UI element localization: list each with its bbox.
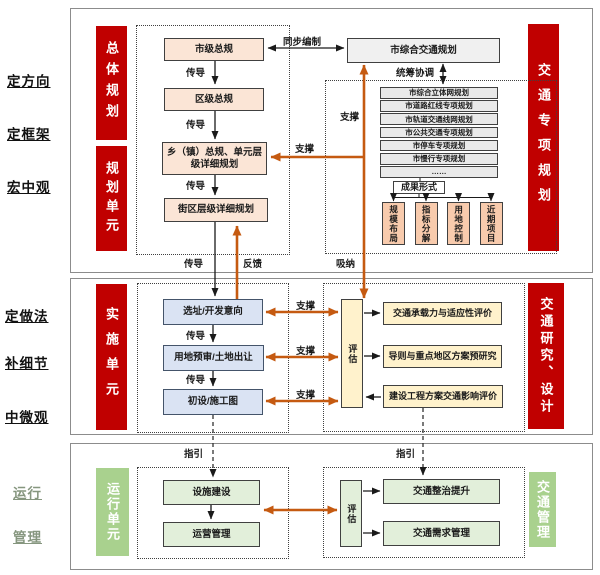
coordination-label: 统筹协调 — [396, 68, 435, 79]
bar-special-transport-planning: 交通专项规划 — [528, 24, 559, 251]
support-label: 支撑 — [296, 390, 316, 401]
special-plan-item: 市综合立体网规划 — [380, 87, 498, 99]
district-master-plan-box: 区级总规 — [164, 88, 264, 111]
traffic-improvement-box: 交通整治提升 — [383, 479, 500, 504]
comprehensive-transport-plan-box: 市综合交通规划 — [347, 38, 500, 63]
group-master-plans — [136, 25, 290, 255]
facility-construction-box: 设施建设 — [163, 480, 260, 505]
feedback-label: 反馈 — [243, 259, 263, 270]
special-plan-item: …… — [380, 166, 498, 178]
bar-planning-unit: 规划单元 — [96, 146, 127, 251]
outcome-box: 用地控制 — [447, 202, 470, 245]
transfer-label: 传导 — [186, 375, 206, 386]
demand-management-box: 交通需求管理 — [383, 521, 500, 546]
outcome-box: 近期项目 — [479, 202, 503, 245]
city-master-plan-box: 市级总规 — [164, 38, 264, 61]
side-label-detail: 补细节 — [5, 356, 49, 371]
transfer-label: 传导 — [184, 259, 204, 270]
absorb-label: 吸纳 — [336, 259, 356, 270]
side-label-direction: 定方向 — [7, 74, 51, 89]
outcome-box: 规模布局 — [382, 202, 405, 245]
bar-overall-planning: 总体规划 — [96, 26, 127, 140]
side-label-framework: 定框架 — [7, 127, 51, 142]
side-label-operation: 运行 — [13, 486, 42, 501]
evaluation-box: 评估 — [340, 480, 362, 547]
special-plan-item: 市停车专项规划 — [380, 139, 498, 152]
land-pre-approval-box: 用地预审/土地出让 — [163, 345, 264, 371]
guide-label: 指引 — [184, 449, 204, 460]
design-drawing-box: 初设/施工图 — [163, 389, 263, 415]
transfer-label: 传导 — [186, 331, 206, 342]
support-label: 支撑 — [296, 346, 316, 357]
outcome-format-label: 成果形式 — [393, 181, 445, 194]
side-label-micro: 中微观 — [5, 410, 49, 425]
transfer-label: 传导 — [186, 181, 206, 192]
support-label: 支撑 — [296, 301, 316, 312]
outcome-box: 指标分解 — [414, 202, 438, 245]
bar-operation-unit: 运行单元 — [96, 468, 129, 556]
support-label: 支撑 — [295, 144, 315, 155]
evaluation-box: 评估 — [341, 299, 363, 408]
operation-management-box: 运营管理 — [163, 522, 260, 547]
side-label-management: 管理 — [13, 530, 42, 545]
transfer-label: 传导 — [186, 68, 206, 79]
transfer-label: 传导 — [186, 120, 206, 131]
impact-assessment-box: 建设工程方案交通影响评价 — [383, 385, 503, 408]
town-unit-plan-box: 乡（镇）总规、单元层级详细规划 — [162, 142, 267, 175]
special-plan-item: 市慢行专项规划 — [380, 153, 498, 165]
site-selection-box: 选址/开发意向 — [163, 299, 263, 325]
side-label-method: 定做法 — [5, 309, 49, 324]
guide-label: 指引 — [396, 449, 416, 460]
bar-implementation-unit: 实施单元 — [96, 284, 127, 430]
side-label-macro: 宏中观 — [7, 180, 51, 195]
bar-transport-research-design: 交通研究、设计 — [528, 283, 564, 429]
special-plan-item: 市公共交通专项规划 — [380, 126, 498, 139]
special-plan-item: 市道路红线专项规划 — [380, 100, 498, 112]
bar-transport-management: 交通管理 — [529, 472, 556, 547]
special-plan-item: 市轨道交通线网规划 — [380, 113, 498, 125]
carrying-capacity-box: 交通承载力与适应性评价 — [383, 302, 502, 325]
section-planning-frame — [70, 8, 593, 273]
support-label: 支撑 — [340, 112, 360, 123]
guideline-study-box: 导则与重点地区方案预研究 — [383, 345, 502, 368]
block-detailed-plan-box: 街区层级详细规划 — [164, 198, 268, 222]
sync-label: 同步编制 — [283, 37, 322, 48]
